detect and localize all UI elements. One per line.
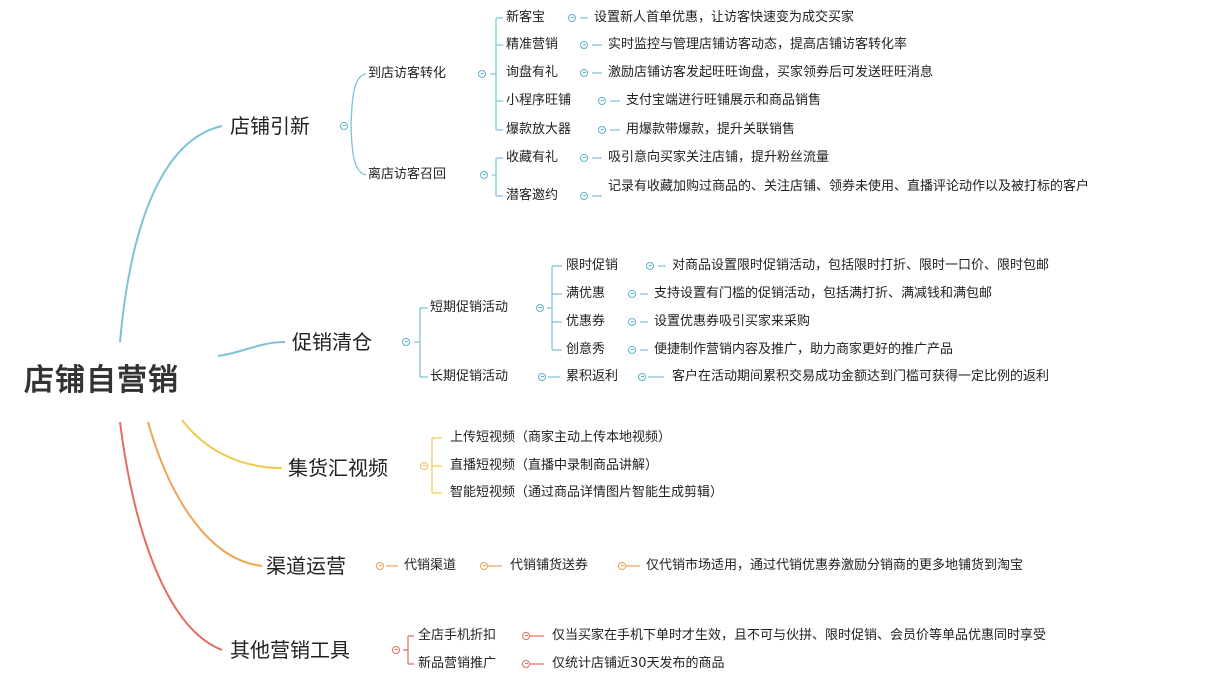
collapse-dot-icon[interactable] xyxy=(522,660,530,668)
collapse-dot-icon[interactable] xyxy=(340,122,348,130)
item-desc: 用爆款带爆款，提升关联销售 xyxy=(626,122,796,137)
collapse-dot-icon[interactable] xyxy=(480,171,488,179)
collapse-dot-icon[interactable] xyxy=(646,262,654,270)
link-b3-items xyxy=(431,437,442,494)
item-label: 新客宝 xyxy=(506,10,546,25)
link-b2-g1-items xyxy=(547,265,562,351)
item-label: 累积返利 xyxy=(566,369,619,384)
collapse-dot-icon[interactable] xyxy=(568,14,576,22)
collapse-dot-icon[interactable] xyxy=(580,41,588,49)
collapse-dot-icon[interactable] xyxy=(598,126,606,134)
channel-item: 代销渠道 xyxy=(404,558,457,573)
video-item: 直播短视频（直播中录制商品讲解） xyxy=(450,458,659,473)
collapse-dot-icon[interactable] xyxy=(478,70,486,78)
item-label: 精准营销 xyxy=(506,37,559,52)
item-label: 潜客邀约 xyxy=(506,188,559,203)
item-desc: 支付宝端进行旺铺展示和商品销售 xyxy=(626,93,822,108)
channel-item: 代销铺货送券 xyxy=(510,558,589,573)
item-label: 限时促销 xyxy=(566,258,619,273)
item-desc: 便捷制作营销内容及推广，助力商家更好的推广产品 xyxy=(654,342,954,357)
branch-channel-operation: 渠道运营 xyxy=(266,554,346,578)
item-desc: 设置新人首单优惠，让访客快速变为成交买家 xyxy=(594,10,855,25)
item-desc: 吸引意向买家关注店铺，提升粉丝流量 xyxy=(608,150,830,165)
collapse-dot-icon[interactable] xyxy=(598,97,606,105)
item-desc: 对商品设置限时促销活动，包括限时打折、限时一口价、限时包邮 xyxy=(672,258,1050,273)
video-item: 智能短视频（通过商品详情图片智能生成剪辑） xyxy=(450,485,724,500)
channel-item: 仅代销市场适用，通过代销优惠券激励分销商的更多地铺货到淘宝 xyxy=(646,558,1024,573)
branch-store-acquisition: 店铺引新 xyxy=(230,114,310,138)
item-label: 询盘有礼 xyxy=(506,65,559,80)
collapse-dot-icon[interactable] xyxy=(522,632,530,640)
collapse-dot-icon[interactable] xyxy=(580,192,588,200)
link-root-b4 xyxy=(147,421,263,567)
link-root-b1 xyxy=(119,125,223,343)
item-desc: 记录有收藏加购过商品的、关注店铺、领券未使用、直播评论动作以及被打标的客户 xyxy=(608,179,1090,194)
item-label: 收藏有礼 xyxy=(506,150,559,165)
tool-desc: 仅统计店铺近30天发布的商品 xyxy=(552,656,725,671)
tool-label: 全店手机折扣 xyxy=(418,628,497,643)
link-b1-g1 xyxy=(350,73,367,127)
link-b1-g1-items xyxy=(490,17,503,131)
root-node: 店铺自营销 xyxy=(24,363,179,398)
item-label: 爆款放大器 xyxy=(506,122,572,137)
item-desc: 支持设置有门槛的促销活动，包括满打折、满减钱和满包邮 xyxy=(654,286,993,301)
collapse-dot-icon[interactable] xyxy=(628,290,636,298)
collapse-dot-icon[interactable] xyxy=(480,562,488,570)
item-label: 创意秀 xyxy=(566,342,606,357)
group-long-term-promo: 长期促销活动 xyxy=(430,369,509,384)
collapse-dot-icon[interactable] xyxy=(392,646,400,654)
item-label: 满优惠 xyxy=(566,286,606,301)
tool-desc: 仅当买家在手机下单时才生效，且不可与伙拼、限时促销、会员价等单品优惠同时享受 xyxy=(552,628,1047,643)
link-root-b2 xyxy=(217,341,286,357)
link-b2-g xyxy=(414,307,428,378)
collapse-dot-icon[interactable] xyxy=(628,318,636,326)
item-label: 优惠券 xyxy=(566,314,606,329)
item-label: 小程序旺铺 xyxy=(506,93,572,108)
collapse-dot-icon[interactable] xyxy=(638,373,646,381)
group-visitor-recall: 离店访客召回 xyxy=(368,167,447,182)
item-desc: 实时监控与管理店铺访客动态，提高店铺访客转化率 xyxy=(608,37,908,52)
branch-video-collection: 集货汇视频 xyxy=(288,456,388,480)
link-root-b5 xyxy=(119,421,223,651)
collapse-dot-icon[interactable] xyxy=(580,69,588,77)
collapse-dot-icon[interactable] xyxy=(618,562,626,570)
link-b5-items xyxy=(403,635,414,665)
collapse-dot-icon[interactable] xyxy=(536,304,544,312)
collapse-dot-icon[interactable] xyxy=(376,562,384,570)
item-desc: 客户在活动期间累积交易成功金额达到门槛可获得一定比例的返利 xyxy=(672,369,1050,384)
collapse-dot-icon[interactable] xyxy=(402,338,410,346)
link-b1-g2-items xyxy=(492,157,503,197)
branch-other-tools: 其他营销工具 xyxy=(230,638,350,662)
collapse-dot-icon[interactable] xyxy=(628,346,636,354)
item-desc: 激励店铺访客发起旺旺询盘，买家领券后可发送旺旺消息 xyxy=(608,65,934,80)
item-desc: 设置优惠券吸引买家来采购 xyxy=(654,314,811,329)
group-short-term-promo: 短期促销活动 xyxy=(430,300,509,315)
collapse-dot-icon[interactable] xyxy=(580,154,588,162)
group-visitor-conversion: 到店访客转化 xyxy=(368,66,447,81)
collapse-dot-icon[interactable] xyxy=(420,462,428,470)
branch-promotion-clearance: 促销清仓 xyxy=(292,330,372,354)
tool-label: 新品营销推广 xyxy=(418,656,497,671)
link-root-b3 xyxy=(181,419,283,469)
video-item: 上传短视频（商家主动上传本地视频） xyxy=(450,430,672,445)
link-b1-g2 xyxy=(350,125,367,176)
collapse-dot-icon[interactable] xyxy=(538,373,546,381)
